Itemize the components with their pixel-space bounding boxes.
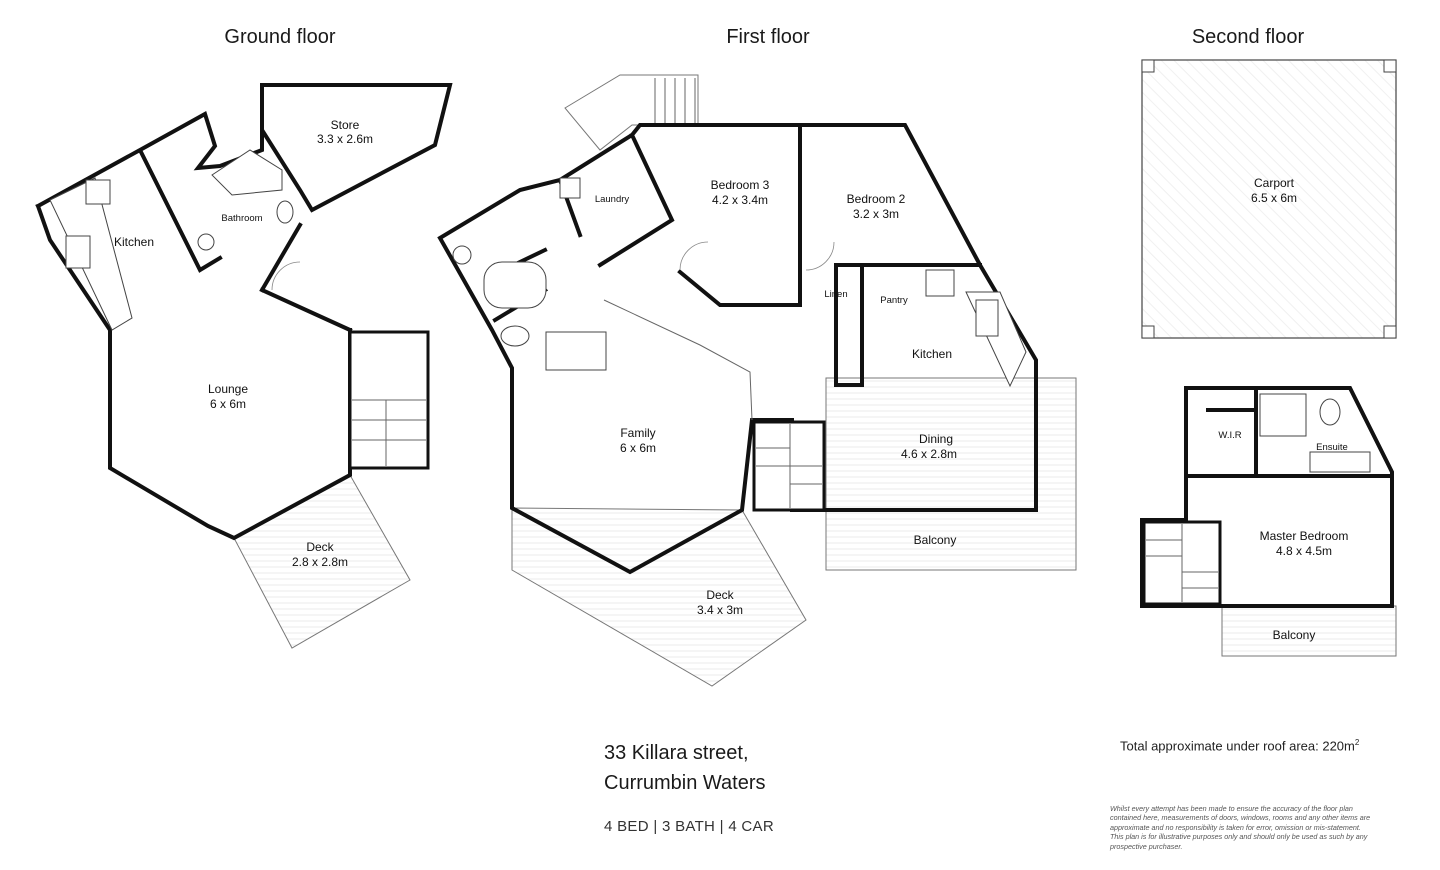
- bedroom3-label: Bedroom 3: [711, 178, 770, 192]
- second-shower: [1259, 393, 1307, 437]
- laundry-label: Laundry: [595, 194, 630, 205]
- first-door-arc-1: [679, 241, 709, 271]
- bedroom2-size: 3.2 x 3m: [853, 207, 899, 221]
- lounge-size: 6 x 6m: [210, 397, 246, 411]
- carport-post: [1141, 59, 1155, 73]
- master-bedroom-size: 4.8 x 4.5m: [1276, 544, 1332, 558]
- ground-basin: [197, 233, 215, 251]
- disclaimer: Whilst every attempt has been made to en…: [1110, 804, 1371, 851]
- first-sink: [975, 299, 999, 337]
- ground-floor-title: Ground floor: [224, 26, 336, 48]
- first-floor-plan: Laundry Bedroom 3 4.2 x 3.4m Bedroom 2 3…: [437, 74, 1077, 687]
- carport-size: 6.5 x 6m: [1251, 191, 1297, 205]
- carport-post: [1383, 59, 1397, 73]
- store-room: [260, 83, 453, 213]
- carport-area: [1141, 59, 1397, 339]
- bedroom2-label: Bedroom 2: [847, 192, 906, 206]
- area-note-text: Total approximate under roof area: 220m: [1120, 738, 1355, 754]
- first-kitchen-label: Kitchen: [912, 347, 952, 361]
- family-size: 6 x 6m: [620, 441, 656, 455]
- dining-size: 4.6 x 2.8m: [901, 447, 957, 461]
- ground-sink: [65, 235, 91, 269]
- family-label: Family: [620, 426, 655, 440]
- second-balcony-label: Balcony: [1273, 628, 1316, 642]
- dining-label: Dining: [919, 432, 953, 446]
- first-basin: [452, 245, 472, 265]
- first-fireplace: [545, 331, 607, 371]
- carport-post: [1141, 325, 1155, 339]
- ensuite-label: Ensuite: [1316, 442, 1348, 453]
- second-floor-title: Second floor: [1191, 26, 1305, 48]
- ground-door-arc: [271, 261, 301, 291]
- carport-post: [1383, 325, 1397, 339]
- ground-bathroom-label: Bathroom: [221, 213, 262, 224]
- area-note: Total approximate under roof area: 220m2: [1120, 738, 1359, 753]
- first-balcony-label: Balcony: [914, 533, 957, 547]
- carport-label: Carport: [1254, 176, 1295, 190]
- second-balcony-area: [1221, 605, 1397, 657]
- address-line-1: 33 Killara street,: [604, 742, 749, 764]
- bedroom3-size: 4.2 x 3.4m: [712, 193, 768, 207]
- first-laundry-tub: [559, 177, 581, 199]
- ground-deck-label: Deck: [306, 540, 334, 554]
- area-unit-superscript: 2: [1354, 738, 1360, 747]
- second-vanity: [1309, 451, 1371, 473]
- first-entry-stair-treads: [654, 78, 696, 124]
- ground-shower: [211, 149, 283, 196]
- ground-floor-walls: [35, 111, 353, 541]
- store-size: 3.3 x 2.6m: [317, 132, 373, 146]
- pantry-label: Pantry: [880, 295, 908, 306]
- property-specs: 4 BED | 3 BATH | 4 CAR: [604, 818, 774, 835]
- first-cooktop: [925, 269, 955, 297]
- first-deck-label: Deck: [706, 588, 734, 602]
- first-deck-area: [511, 507, 807, 687]
- first-entry-landing: [564, 74, 699, 151]
- second-floor-walls: [1140, 386, 1394, 608]
- ground-kitchen-label: Kitchen: [114, 235, 154, 249]
- first-door-arc-2: [805, 241, 835, 271]
- master-bedroom-label: Master Bedroom: [1260, 529, 1349, 543]
- ground-kitchen-bench: [49, 177, 133, 331]
- linen-label: Linen: [824, 289, 847, 300]
- second-toilet: [1319, 398, 1341, 426]
- second-floor-plan: Carport 6.5 x 6m W.I.R Ensuite Master Be…: [1140, 59, 1397, 657]
- ground-stair-treads: [352, 399, 426, 466]
- first-floor-title: First floor: [726, 26, 810, 48]
- address-line-2: Currumbin Waters: [604, 772, 766, 794]
- first-deck-size: 3.4 x 3m: [697, 603, 743, 617]
- ground-toilet: [276, 200, 294, 224]
- ground-cooktop: [85, 179, 111, 205]
- wir-label: W.I.R: [1218, 430, 1241, 441]
- first-toilet: [500, 325, 530, 347]
- lounge-label: Lounge: [208, 382, 248, 396]
- ground-deck-size: 2.8 x 2.8m: [292, 555, 348, 569]
- first-bath: [483, 261, 547, 309]
- store-label: Store: [331, 118, 360, 132]
- first-stair-treads: [756, 424, 822, 508]
- second-stair-treads: [1146, 524, 1218, 602]
- first-family-edge: [603, 299, 753, 421]
- ground-floor-plan: Store 3.3 x 2.6m Bathroom Kitchen Lounge…: [35, 83, 453, 649]
